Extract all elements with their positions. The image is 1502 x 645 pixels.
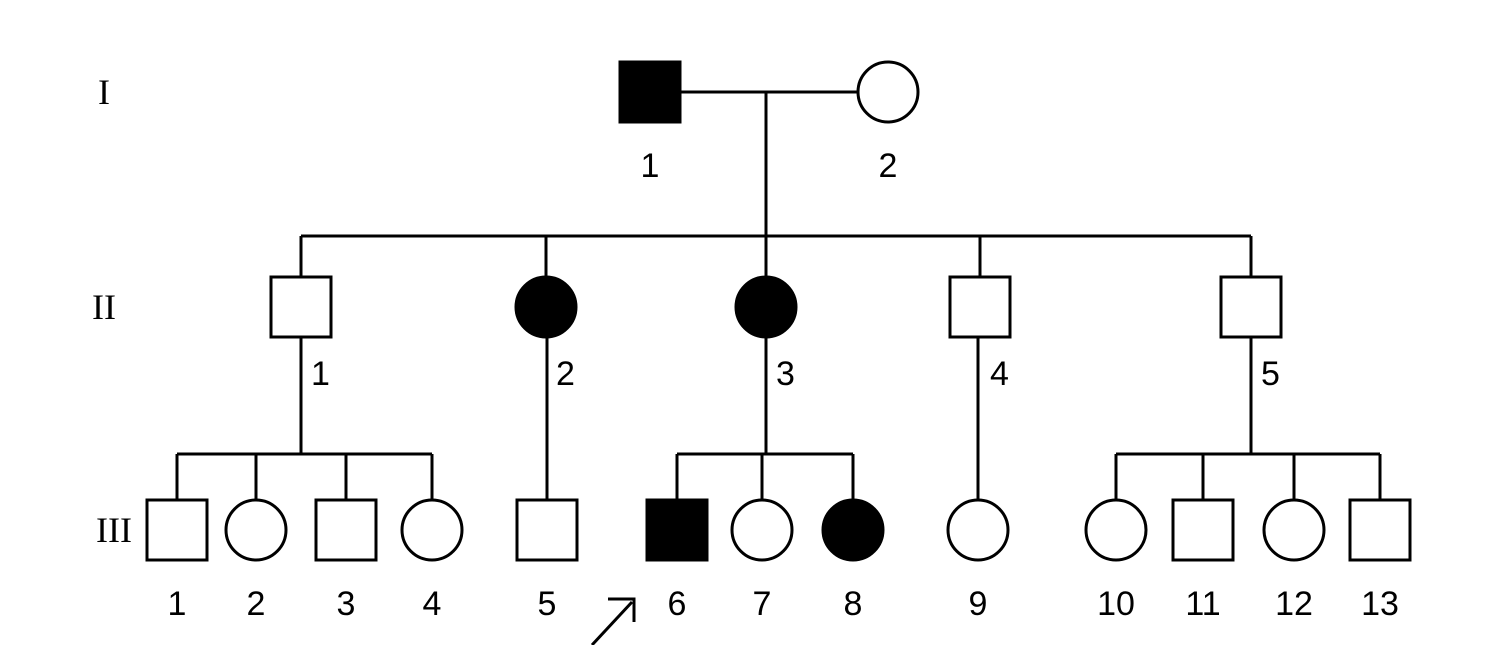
individual-III-3 [314,498,378,562]
label-III-7: 7 [753,585,772,623]
individual-III-2 [224,498,288,562]
individual-II-5 [1219,275,1283,339]
label-II-4: 4 [990,355,1009,393]
label-II-1: 1 [311,355,330,393]
label-III-4: 4 [423,585,442,623]
individual-II-4 [948,275,1012,339]
generation-label-III: III [96,510,132,550]
label-III-6: 6 [668,585,687,623]
label-II-2: 2 [556,355,575,393]
label-III-3: 3 [337,585,356,623]
proband-arrow-head [608,597,636,622]
label-III-13: 13 [1361,585,1399,623]
label-II-5: 5 [1261,355,1280,393]
individual-I-2 [856,60,920,124]
label-III-2: 2 [247,585,266,623]
label-II-3: 3 [776,355,795,393]
proband-arrow [590,597,636,645]
individual-III-5 [515,498,579,562]
individual-III-13 [1348,498,1412,562]
individual-II-2 [514,275,578,339]
individual-III-10 [1084,498,1148,562]
label-III-5: 5 [538,585,557,623]
individual-III-7 [730,498,794,562]
individual-III-1 [145,498,209,562]
individual-III-4 [400,498,464,562]
label-III-10: 10 [1097,585,1135,623]
label-III-12: 12 [1275,585,1313,623]
individual-III-12 [1262,498,1326,562]
individual-I-1 [618,60,682,124]
label-I-2: 2 [879,147,898,185]
pedigree-lines [175,90,1382,500]
label-III-1: 1 [168,585,187,623]
generation-label-I: I [98,72,110,112]
generation-label-II: II [92,287,116,327]
individual-III-9 [946,498,1010,562]
label-III-8: 8 [844,585,863,623]
pedigree-individuals [145,60,1412,562]
individual-II-3 [734,275,798,339]
individual-III-11 [1171,498,1235,562]
label-I-1: 1 [641,147,660,185]
label-III-9: 9 [969,585,988,623]
individual-II-1 [269,275,333,339]
proband-arrow-shaft [590,600,634,645]
individual-III-8 [821,498,885,562]
label-III-11: 11 [1185,585,1220,623]
individual-III-6 [645,498,709,562]
